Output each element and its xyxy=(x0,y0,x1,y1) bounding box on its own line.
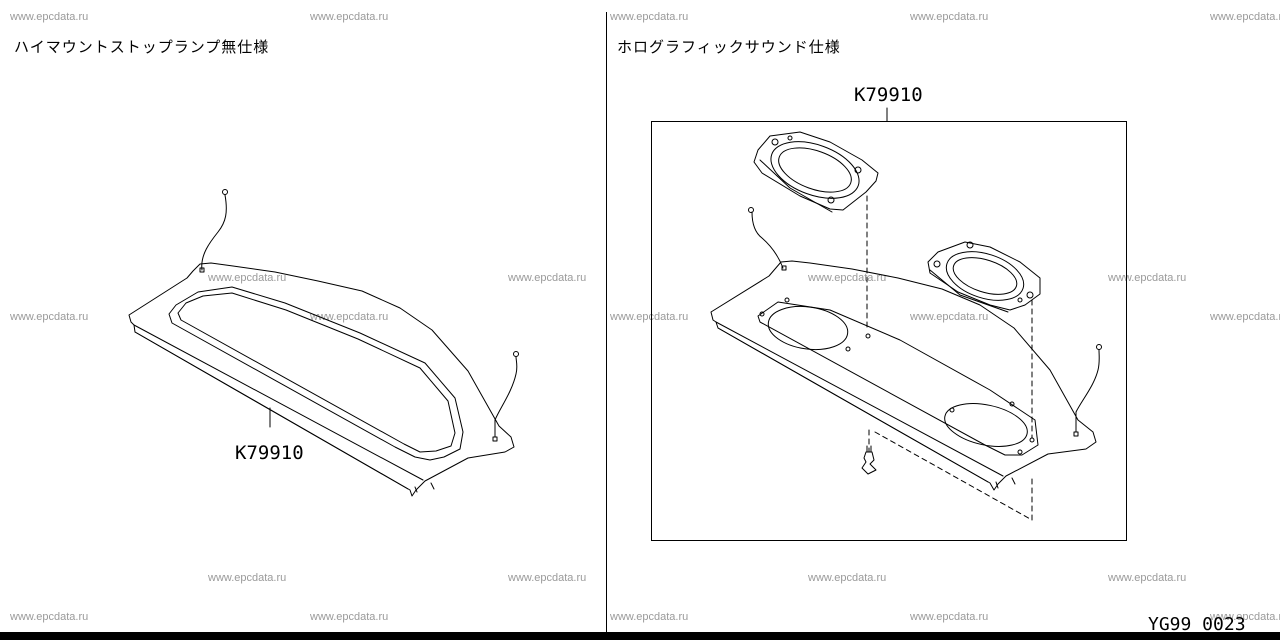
watermark: www.epcdata.ru xyxy=(610,611,689,623)
watermark: www.epcdata.ru xyxy=(910,311,989,323)
watermark: www.epcdata.ru xyxy=(910,611,989,623)
watermark: www.epcdata.ru xyxy=(208,572,287,584)
watermark: www.epcdata.ru xyxy=(10,311,89,323)
watermark: www.epcdata.ru xyxy=(310,611,389,623)
watermark: www.epcdata.ru xyxy=(10,11,89,23)
speaker-bracket-lower xyxy=(927,241,1041,313)
left-panel-heading: ハイマウントストップランプ無仕様 xyxy=(14,38,270,56)
watermark: www.epcdata.ru xyxy=(1210,311,1280,323)
right-parcel-shelf xyxy=(710,207,1102,491)
watermark: www.epcdata.ru xyxy=(310,311,389,323)
watermark: www.epcdata.ru xyxy=(10,611,89,623)
right-part-number: K79910 xyxy=(854,84,923,106)
watermark: www.epcdata.ru xyxy=(508,572,587,584)
watermark: www.epcdata.ru xyxy=(808,572,887,584)
screw xyxy=(861,445,877,475)
watermark: www.epcdata.ru xyxy=(1108,572,1187,584)
watermark: www.epcdata.ru xyxy=(610,311,689,323)
assembly-lines xyxy=(866,195,1033,521)
watermark: www.epcdata.ru xyxy=(1210,11,1280,23)
watermark: www.epcdata.ru xyxy=(1210,611,1280,623)
bottom-bar xyxy=(0,632,1280,640)
right-panel-heading: ホログラフィックサウンド仕様 xyxy=(617,38,841,56)
left-part-number: K79910 xyxy=(235,442,304,464)
panel-divider xyxy=(606,12,607,632)
speaker-bracket-upper xyxy=(753,131,879,213)
watermark: www.epcdata.ru xyxy=(1108,272,1187,284)
diagram-code: YG99 0023 xyxy=(1148,614,1246,635)
watermark: www.epcdata.ru xyxy=(910,11,989,23)
watermark: www.epcdata.ru xyxy=(508,272,587,284)
kit-frame xyxy=(651,121,1127,541)
watermark: www.epcdata.ru xyxy=(208,272,287,284)
watermark: www.epcdata.ru xyxy=(310,11,389,23)
left-parcel-shelf xyxy=(128,189,519,497)
watermark: www.epcdata.ru xyxy=(610,11,689,23)
